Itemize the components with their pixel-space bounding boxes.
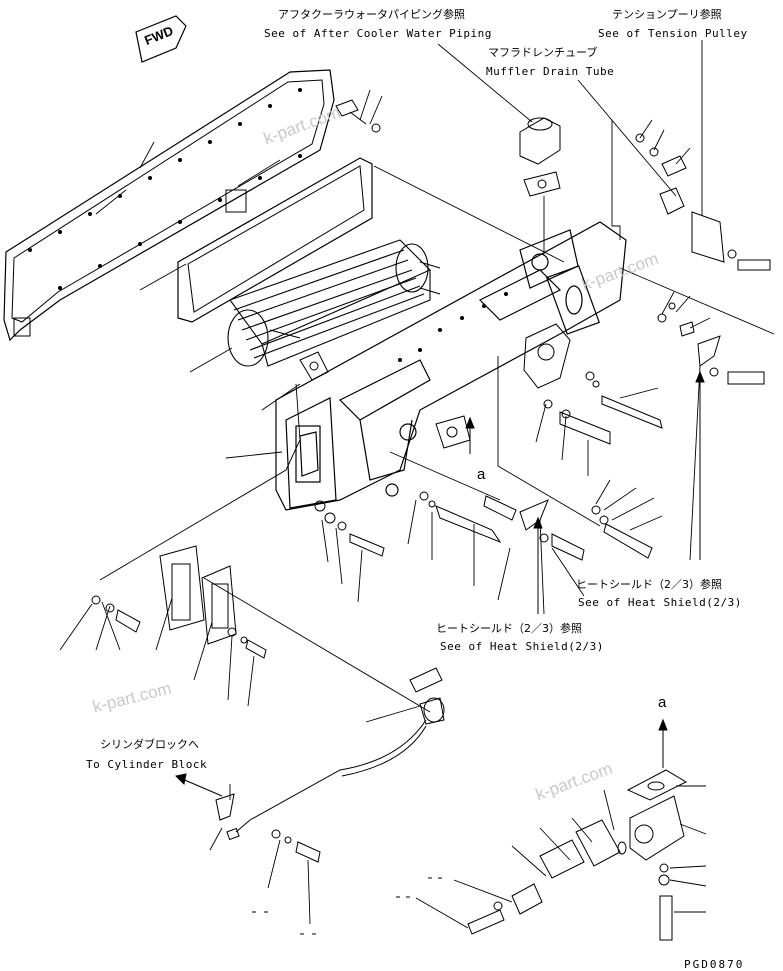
detail-letter-a: a [477, 466, 486, 483]
after-cooler-label-jp: アフタクーラウォータパイピング参照 [278, 8, 465, 21]
fwd-arrow-icon [135, 15, 187, 63]
detail-a-assembly [467, 769, 688, 941]
water-pipe-connector [519, 117, 561, 197]
intake-manifold [275, 221, 627, 511]
heat-shield-right-label-en: See of Heat Shield(2/3) [578, 596, 742, 609]
dimension-dashes [252, 877, 442, 935]
heat-shield-mid-label-en: See of Heat Shield(2/3) [440, 640, 604, 653]
cylinder-label-en: To Cylinder Block [86, 758, 208, 771]
aftercooler-core [227, 239, 441, 367]
tension-pulley-label-jp: テンションプーリ参照 [612, 8, 722, 21]
bolts-and-washers [91, 99, 771, 863]
heat-shield-mid-label-jp: ヒートシールド（2／3）参照 [436, 622, 582, 635]
cooler-frame-gasket [177, 157, 373, 323]
tension-pulley-label-en: See of Tension Pulley [598, 27, 748, 40]
drawing-code: PGD0870 [684, 958, 745, 971]
drain-tube-assembly [215, 667, 445, 841]
water-outlet-elbow [435, 323, 571, 449]
muffler-label-en: Muffler Drain Tube [486, 65, 615, 78]
cylinder-label-jp: シリンダブロックへ [100, 738, 199, 751]
heat-shield-right-label-jp: ヒートシールド（2／3）参照 [576, 578, 722, 591]
detail-letter-a-view: a [658, 694, 667, 711]
cover-gasket [3, 69, 335, 342]
flange-gasket [299, 351, 329, 381]
direction-arrows [174, 370, 705, 797]
muffler-label-jp: マフラドレンチューブ [488, 46, 598, 59]
leader-lines [59, 40, 775, 929]
after-cooler-label-en: See of After Cooler Water Piping [264, 27, 492, 40]
side-cover-plates [159, 545, 237, 645]
